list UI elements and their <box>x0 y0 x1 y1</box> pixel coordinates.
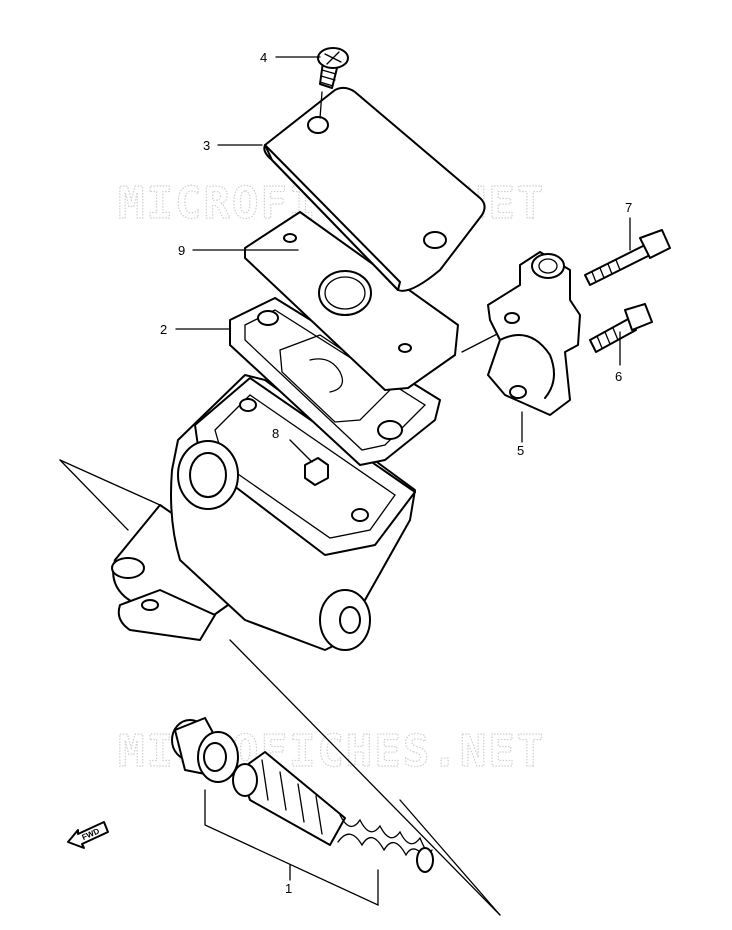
callout-4: 4 <box>260 50 267 65</box>
part-5-clamp <box>487 251 581 416</box>
part-3-cap <box>263 86 486 292</box>
part-8-nut <box>289 439 329 486</box>
part-1-piston-kit <box>171 717 434 907</box>
callout-leaders <box>175 56 631 443</box>
part-9-plate <box>244 211 459 391</box>
callout-9: 9 <box>178 243 185 258</box>
callout-2: 2 <box>160 322 167 337</box>
assembly-guide-lines <box>59 329 506 916</box>
callout-5: 5 <box>517 443 524 458</box>
part-2-diaphragm <box>229 297 441 466</box>
callout-7: 7 <box>625 200 632 215</box>
callout-3: 3 <box>203 138 210 153</box>
part-4-screw <box>317 47 349 119</box>
callout-6: 6 <box>615 369 622 384</box>
callout-8: 8 <box>272 426 279 441</box>
part-7-bolt <box>584 229 671 286</box>
part-6-bolt <box>589 303 653 353</box>
callout-1: 1 <box>285 881 292 896</box>
fwd-arrow-icon: FWD <box>67 821 109 849</box>
